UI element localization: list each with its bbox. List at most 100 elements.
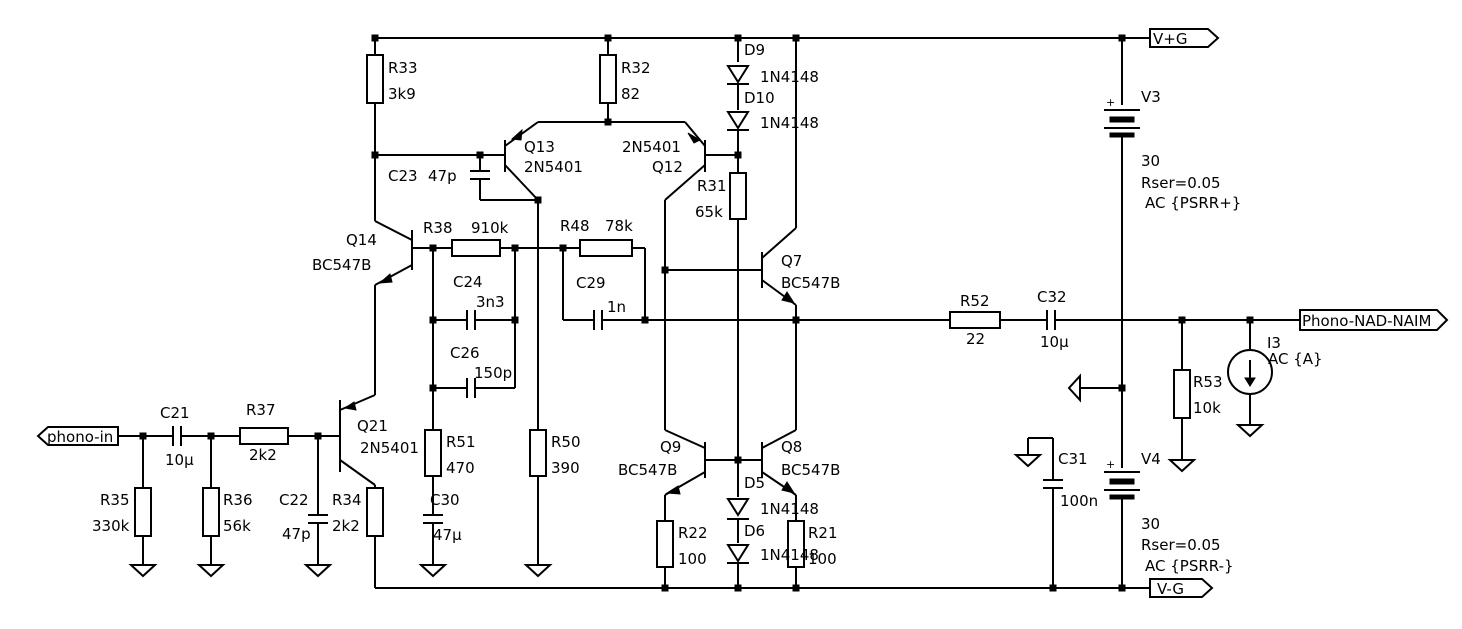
r38-ref: R38 <box>423 219 453 237</box>
resistor-r33: R33 3k9 <box>366 54 418 104</box>
r33-value: 3k9 <box>388 85 416 103</box>
capacitor-c29: C29 1n <box>576 274 626 330</box>
port-vpos: V+G <box>1122 28 1220 48</box>
d5-value: 1N4148 <box>760 500 819 518</box>
q8-ref: Q8 <box>781 438 802 456</box>
resistor-r38: R38 910k <box>423 219 509 257</box>
r31-value: 65k <box>695 203 723 221</box>
d10-ref: D10 <box>744 89 775 107</box>
c23-value: 47p <box>428 167 457 185</box>
r36-value: 56k <box>223 517 251 535</box>
q14-value: BC547B <box>312 256 371 274</box>
r50-value: 390 <box>551 459 580 477</box>
c21-value: 10µ <box>165 451 194 469</box>
port-output-label: Phono-NAD-NAIM <box>1302 312 1431 330</box>
resistor-r35: R35 330k <box>92 487 152 537</box>
d9-value: 1N4148 <box>760 68 819 86</box>
c31-value: 100n <box>1060 492 1098 510</box>
q12-ref: Q12 <box>652 158 683 176</box>
d10-value: 1N4148 <box>760 114 819 132</box>
v4-ref: V4 <box>1141 450 1161 468</box>
capacitor-c32: C32 10µ <box>1037 288 1069 351</box>
q13-ref: Q13 <box>524 138 555 156</box>
q13-value: 2N5401 <box>524 158 583 176</box>
r21-ref: R21 <box>808 524 838 542</box>
resistor-r51: R51 470 <box>424 429 476 477</box>
v4-rser: Rser=0.05 <box>1141 536 1221 554</box>
q8-value: BC547B <box>781 461 840 479</box>
r32-ref: R32 <box>621 59 651 77</box>
resistor-r53: R53 10k <box>1173 369 1223 419</box>
d6-value: 1N4148 <box>760 546 819 564</box>
capacitor-c22: C22 47p <box>279 491 328 543</box>
r53-ref: R53 <box>1193 373 1223 391</box>
transistor-q12: 2N5401 Q12 <box>622 121 706 176</box>
diode-d9: D9 1N4148 <box>726 41 819 86</box>
resistor-r32: R32 82 <box>599 54 651 104</box>
transistor-q21: Q21 2N5401 <box>339 400 419 472</box>
r35-ref: R35 <box>100 491 130 509</box>
r38-value: 910k <box>471 219 509 237</box>
resistor-r37: R37 2k2 <box>239 401 289 464</box>
port-output: Phono-NAD-NAIM <box>1299 309 1449 331</box>
r52-ref: R52 <box>960 292 990 310</box>
wires <box>118 37 1300 589</box>
transistor-q7: Q7 BC547B <box>761 227 840 306</box>
r37-value: 2k2 <box>249 446 277 464</box>
resistor-r22: R22 100 <box>656 520 708 568</box>
r51-value: 470 <box>446 459 475 477</box>
r22-value: 100 <box>678 550 707 568</box>
v3-ref: V3 <box>1141 88 1161 106</box>
c26-value: 150p <box>474 364 512 382</box>
i3-value: AC {A} <box>1268 350 1323 368</box>
r50-ref: R50 <box>551 433 581 451</box>
transistor-q14: Q14 BC547B <box>312 230 413 284</box>
capacitor-c21: C21 10µ <box>160 404 194 469</box>
r37-ref: R37 <box>246 401 276 419</box>
r33-ref: R33 <box>388 59 418 77</box>
c22-ref: C22 <box>279 491 309 509</box>
c24-ref: C24 <box>453 273 483 291</box>
q21-value: 2N5401 <box>360 439 419 457</box>
r48-ref: R48 <box>560 217 590 235</box>
port-input-label: phono-in <box>47 428 113 446</box>
ground-symbols <box>128 373 1265 578</box>
v4-plus: + <box>1106 458 1115 471</box>
v3-plus: + <box>1106 96 1115 109</box>
c29-ref: C29 <box>576 274 606 292</box>
resistor-r36: R36 56k <box>202 487 253 537</box>
c29-value: 1n <box>607 298 626 316</box>
capacitor-c31: C31 100n <box>1043 450 1098 510</box>
resistor-r48: R48 78k <box>560 217 633 257</box>
d9-ref: D9 <box>744 41 765 59</box>
r36-ref: R36 <box>223 491 253 509</box>
v4-value: 30 <box>1141 515 1160 533</box>
r48-value: 78k <box>605 217 633 235</box>
c32-value: 10µ <box>1040 333 1069 351</box>
r51-ref: R51 <box>446 433 476 451</box>
transistor-q13: Q13 2N5401 <box>504 121 583 201</box>
diode-d6: D6 1N4148 <box>726 522 819 564</box>
r31-ref: R31 <box>697 177 727 195</box>
c30-ref: C30 <box>430 491 460 509</box>
r34-ref: R34 <box>332 491 362 509</box>
v4-ac: AC {PSRR-} <box>1145 557 1234 575</box>
capacitor-c30: C30 47µ <box>423 491 462 544</box>
diode-d10: D10 1N4148 <box>726 89 819 132</box>
battery-v4: + V4 30 Rser=0.05 AC {PSRR-} <box>1104 450 1234 575</box>
c21-ref: C21 <box>160 404 190 422</box>
resistor-r52: R52 22 <box>949 292 1001 348</box>
port-vneg: V-G <box>1149 578 1214 598</box>
v3-ac: AC {PSRR+} <box>1145 194 1241 212</box>
v3-rser: Rser=0.05 <box>1141 174 1221 192</box>
q12-value: 2N5401 <box>622 138 681 156</box>
c22-value: 47p <box>282 525 311 543</box>
junction-dots <box>139 34 1254 592</box>
r52-value: 22 <box>966 330 985 348</box>
resistor-r21: R21 100 <box>787 520 838 568</box>
transistor-q8: Q8 BC547B <box>761 429 840 496</box>
r21-value: 100 <box>808 550 837 568</box>
resistor-r50: R50 390 <box>529 429 581 477</box>
capacitor-c23: C23 47p <box>388 167 490 185</box>
q9-ref: Q9 <box>660 438 681 456</box>
